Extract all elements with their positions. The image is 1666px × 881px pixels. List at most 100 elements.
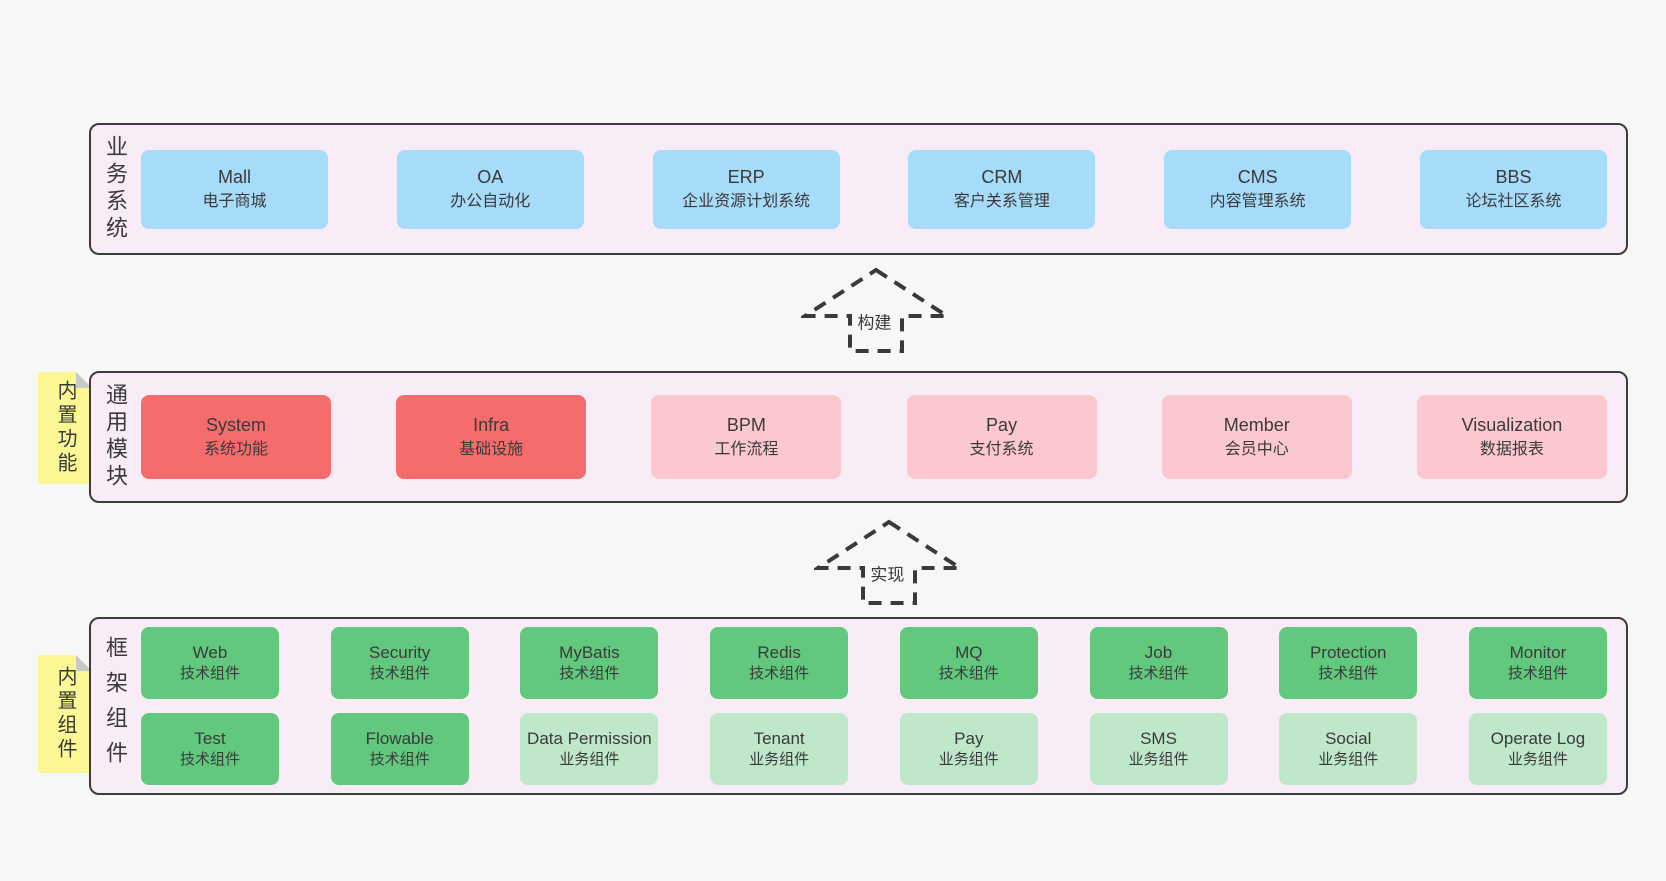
box-subtitle: 办公自动化: [450, 193, 531, 211]
module-boxes: System 系统功能 Infra 基础设施 BPM 工作流程 Pay 支付系统…: [141, 395, 1607, 479]
framework-rows: Web 技术组件 Security 技术组件 MyBatis 技术组件 Redi…: [141, 627, 1607, 785]
box-system: System 系统功能: [141, 395, 331, 479]
box-title: Pay: [954, 729, 984, 749]
band-framework-components: 框架组件 Web 技术组件 Security 技术组件 MyBatis 技术组件…: [89, 617, 1628, 795]
box-test: Test 技术组件: [141, 713, 279, 785]
box-title: Security: [368, 643, 431, 663]
box-subtitle: 企业资源计划系统: [682, 193, 811, 211]
sticky-label: 内置组件: [54, 666, 76, 762]
sticky-label: 内置功能: [54, 380, 76, 476]
box-subtitle: 技术组件: [179, 751, 240, 769]
implement-arrow: 实现: [814, 518, 964, 606]
box-sms: SMS 业务组件: [1089, 713, 1228, 785]
box-cms: CMS 内容管理系统: [1164, 149, 1352, 229]
box-title: Member: [1223, 415, 1290, 436]
box-title: Visualization: [1461, 415, 1563, 436]
band-label-modules: 通用模块: [103, 383, 128, 491]
box-mall: Mall 电子商城: [141, 149, 328, 229]
implement-arrow-label: 实现: [867, 560, 908, 586]
box-subtitle: 技术组件: [749, 665, 810, 683]
box-security: Security 技术组件: [330, 627, 469, 699]
box-pay: Pay 支付系统: [906, 395, 1097, 479]
box-title: MyBatis: [559, 643, 620, 663]
box-title: OA: [477, 167, 504, 188]
box-infra: Infra 基础设施: [396, 395, 587, 479]
box-title: Flowable: [365, 729, 434, 749]
dashed-up-arrow-icon: [814, 519, 964, 605]
build-arrow: 构建: [801, 266, 951, 354]
band-common-modules: 通用模块 System 系统功能 Infra 基础设施 BPM 工作流程 Pay…: [89, 371, 1628, 503]
box-subtitle: 支付系统: [969, 441, 1034, 459]
build-arrow-label: 构建: [854, 308, 895, 334]
band-business-systems: 业务系统 Mall 电子商城 OA 办公自动化 ERP 企业资源计划系统 CRM…: [89, 123, 1628, 255]
box-subtitle: 系统功能: [203, 441, 268, 459]
box-protection: Protection 技术组件: [1279, 627, 1418, 699]
box-subtitle: 技术组件: [1128, 665, 1189, 683]
box-subtitle: 基础设施: [459, 441, 524, 459]
box-data-permission: Data Permission 业务组件: [520, 713, 659, 785]
box-title: Redis: [757, 643, 801, 663]
box-title: BBS: [1495, 167, 1532, 188]
box-title: Web: [192, 643, 228, 663]
box-title: MQ: [955, 643, 983, 663]
box-crm: CRM 客户关系管理: [908, 149, 1096, 229]
box-subtitle: 数据报表: [1479, 441, 1544, 459]
box-social: Social 业务组件: [1279, 713, 1418, 785]
box-title: CRM: [981, 167, 1023, 188]
band-label-business: 业务系统: [103, 135, 128, 243]
box-bbs: BBS 论坛社区系统: [1419, 149, 1607, 229]
box-subtitle: 业务组件: [938, 751, 999, 769]
box-pay-business: Pay 业务组件: [899, 713, 1038, 785]
box-title: BPM: [726, 415, 766, 436]
box-title: Mall: [217, 167, 251, 188]
box-subtitle: 内容管理系统: [1209, 193, 1306, 211]
box-subtitle: 技术组件: [1318, 665, 1379, 683]
box-subtitle: 业务组件: [749, 751, 810, 769]
box-title: Job: [1144, 643, 1173, 663]
box-title: Monitor: [1509, 643, 1567, 663]
box-subtitle: 会员中心: [1224, 441, 1289, 459]
box-web: Web 技术组件: [141, 627, 279, 699]
box-title: Data Permission: [527, 729, 652, 749]
box-redis: Redis 技术组件: [710, 627, 849, 699]
box-title: Pay: [986, 415, 1018, 436]
box-subtitle: 业务组件: [1128, 751, 1189, 769]
sticky-built-in-features: 内置功能: [38, 372, 92, 484]
sticky-built-in-components: 内置组件: [38, 655, 92, 773]
box-subtitle: 技术组件: [938, 665, 999, 683]
box-oa: OA 办公自动化: [396, 149, 584, 229]
dashed-up-arrow-icon: [801, 267, 951, 353]
box-title: Test: [194, 729, 226, 749]
box-job: Job 技术组件: [1089, 627, 1228, 699]
box-subtitle: 业务组件: [1318, 751, 1379, 769]
box-title: Tenant: [753, 729, 805, 749]
box-member: Member 会员中心: [1161, 395, 1352, 479]
box-title: Protection: [1309, 643, 1387, 663]
box-subtitle: 工作流程: [714, 441, 779, 459]
box-visualization: Visualization 数据报表: [1416, 395, 1607, 479]
business-boxes: Mall 电子商城 OA 办公自动化 ERP 企业资源计划系统 CRM 客户关系…: [141, 149, 1607, 229]
box-title: ERP: [727, 167, 765, 188]
box-title: SMS: [1140, 729, 1177, 749]
box-title: System: [205, 415, 266, 436]
box-subtitle: 技术组件: [369, 665, 430, 683]
box-mybatis: MyBatis 技术组件: [520, 627, 659, 699]
box-title: CMS: [1237, 167, 1278, 188]
box-flowable: Flowable 技术组件: [330, 713, 469, 785]
box-subtitle: 技术组件: [369, 751, 430, 769]
box-subtitle: 电子商城: [202, 193, 267, 211]
box-title: Operate Log: [1490, 729, 1586, 749]
box-tenant: Tenant 业务组件: [710, 713, 849, 785]
box-subtitle: 技术组件: [559, 665, 620, 683]
box-subtitle: 论坛社区系统: [1465, 193, 1562, 211]
box-erp: ERP 企业资源计划系统: [652, 149, 840, 229]
framework-row-2: Test 技术组件 Flowable 技术组件 Data Permission …: [141, 713, 1607, 785]
box-monitor: Monitor 技术组件: [1468, 627, 1607, 699]
box-subtitle: 技术组件: [179, 665, 240, 683]
box-subtitle: 技术组件: [1507, 665, 1568, 683]
box-subtitle: 客户关系管理: [953, 193, 1050, 211]
box-operate-log: Operate Log 业务组件: [1468, 713, 1607, 785]
framework-row-1: Web 技术组件 Security 技术组件 MyBatis 技术组件 Redi…: [141, 627, 1607, 699]
box-bpm: BPM 工作流程: [651, 395, 842, 479]
